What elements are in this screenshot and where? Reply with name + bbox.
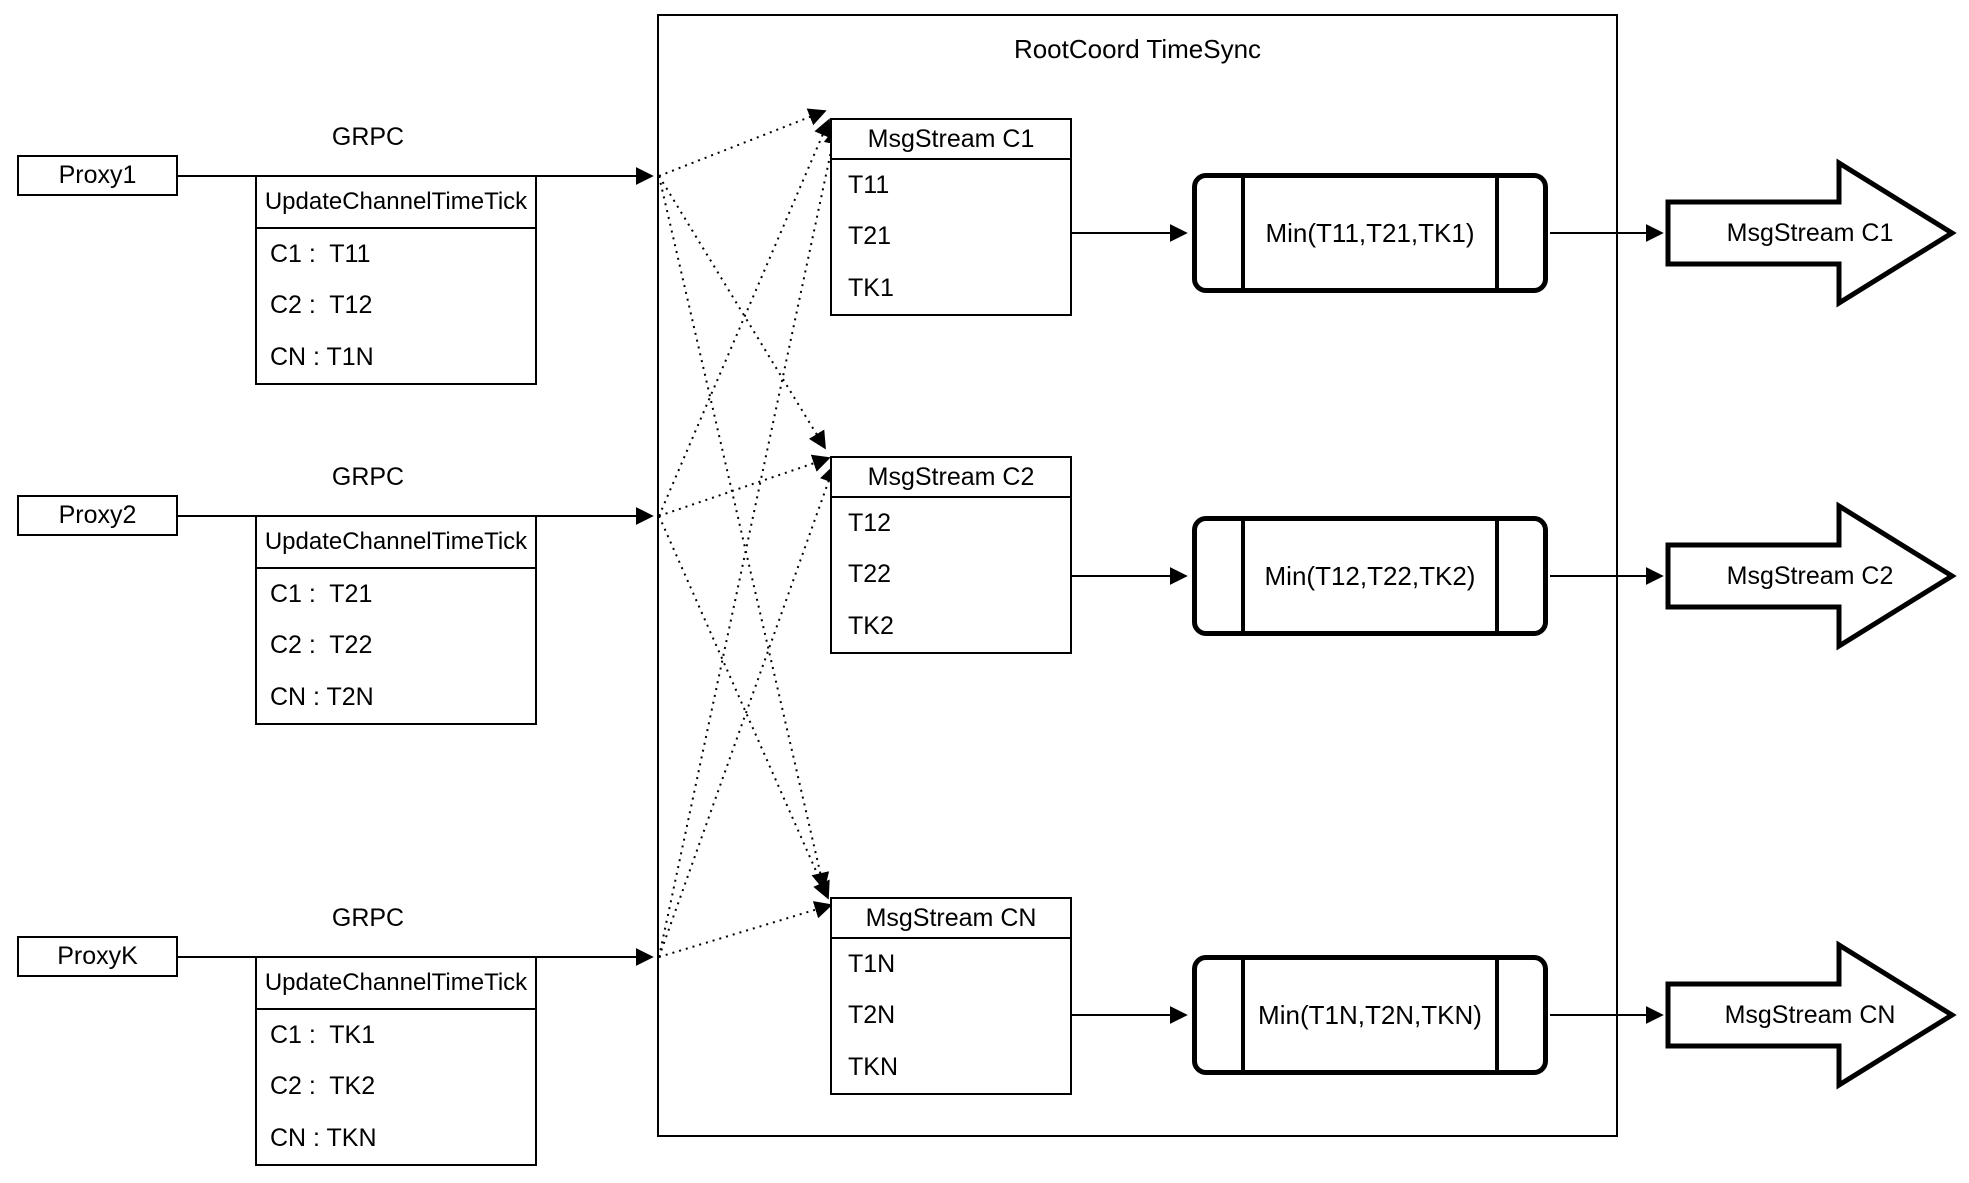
- divider: [1241, 960, 1245, 1070]
- msgstream-c2-output-label: MsgStream C2: [1726, 562, 1894, 590]
- table-row: C1 : T11: [270, 240, 371, 269]
- grpc-label-2: GRPC: [331, 463, 405, 491]
- min-operator-cn: Min(T1N,T2N,TKN): [1192, 955, 1548, 1075]
- tick-flow-proxy1-cn: [658, 175, 830, 891]
- table-row: C2 : TK2: [270, 1072, 376, 1101]
- tick-value: TK1: [848, 273, 894, 302]
- msgstream-c1-title: MsgStream C1: [832, 120, 1070, 160]
- table-header: UpdateChannelTimeTick: [257, 958, 535, 1010]
- table-header: UpdateChannelTimeTick: [257, 517, 535, 569]
- msgstream-c2-table: MsgStream C2 T12 T22 TK2: [830, 456, 1072, 654]
- msgstream-out-arrow-c2: [1665, 501, 1957, 651]
- msgstream-cn-table: MsgStream CN T1N T2N TKN: [830, 897, 1072, 1095]
- proxyk-box: ProxyK: [17, 936, 178, 977]
- proxyk-label: ProxyK: [57, 942, 138, 970]
- table-header: UpdateChannelTimeTick: [257, 177, 535, 229]
- tick-flow-proxy2-c1: [658, 118, 831, 517]
- tick-value: T22: [848, 560, 892, 589]
- tick-value: T21: [848, 222, 892, 251]
- tick-value: TK2: [848, 611, 894, 640]
- tick-flow-proxy1-c1: [658, 108, 827, 177]
- tick-flow-proxyk-c2: [658, 464, 838, 958]
- proxy2-timetick-table: UpdateChannelTimeTick C1 : T21 C2 : T22 …: [255, 515, 537, 725]
- table-row: CN : T2N: [270, 682, 374, 711]
- divider: [1495, 960, 1499, 1070]
- min-expression-c2: Min(T12,T22,TK2): [1264, 560, 1476, 591]
- proxyk-timetick-table: UpdateChannelTimeTick C1 : TK1 C2 : TK2 …: [255, 956, 537, 1166]
- proxy2-box: Proxy2: [17, 495, 178, 536]
- tick-flow-proxyk-c1: [658, 126, 842, 958]
- table-row: CN : TKN: [270, 1123, 377, 1152]
- proxy2-label: Proxy2: [58, 501, 137, 529]
- grpc-label-1: GRPC: [331, 123, 405, 151]
- tick-value: T1N: [848, 950, 896, 979]
- rootcoord-title: RootCoord TimeSync: [1013, 34, 1262, 64]
- table-row: C1 : TK1: [270, 1021, 376, 1050]
- rootcoord-timesync-box: RootCoord TimeSync: [657, 14, 1618, 1137]
- divider: [1241, 178, 1245, 288]
- table-row: CN : T1N: [270, 342, 374, 371]
- proxy1-label: Proxy1: [58, 161, 137, 189]
- msgstream-cn-output-label: MsgStream CN: [1724, 1001, 1896, 1029]
- min-expression-c1: Min(T11,T21,TK1): [1265, 217, 1475, 248]
- min-operator-c2: Min(T12,T22,TK2): [1192, 516, 1548, 636]
- divider: [1495, 521, 1499, 631]
- msgstream-c1-table: MsgStream C1 T11 T21 TK1: [830, 118, 1072, 316]
- table-row: C1 : T21: [270, 580, 373, 609]
- proxy1-box: Proxy1: [17, 155, 178, 196]
- min-operator-c1: Min(T11,T21,TK1): [1192, 173, 1548, 293]
- divider: [1241, 521, 1245, 631]
- msgstream-cn-title: MsgStream CN: [832, 899, 1070, 939]
- tick-value: T2N: [848, 1001, 896, 1030]
- msgstream-out-arrow-c1: [1665, 158, 1957, 308]
- min-expression-cn: Min(T1N,T2N,TKN): [1258, 999, 1482, 1030]
- msgstream-out-arrow-cn: [1665, 940, 1957, 1090]
- grpc-label-3: GRPC: [331, 904, 405, 932]
- tick-flow-proxyk-cn: [658, 901, 833, 958]
- table-row: C2 : T22: [270, 631, 373, 660]
- proxy1-timetick-table: UpdateChannelTimeTick C1 : T11 C2 : T12 …: [255, 175, 537, 385]
- table-row: C2 : T12: [270, 291, 373, 320]
- msgstream-c2-title: MsgStream C2: [832, 458, 1070, 498]
- tick-flow-proxy2-c2: [658, 454, 831, 517]
- divider: [1495, 178, 1499, 288]
- tick-value: T12: [848, 509, 892, 538]
- msgstream-c1-output-label: MsgStream C1: [1726, 219, 1894, 247]
- tick-value: T11: [848, 171, 890, 200]
- tick-value: TKN: [848, 1052, 898, 1081]
